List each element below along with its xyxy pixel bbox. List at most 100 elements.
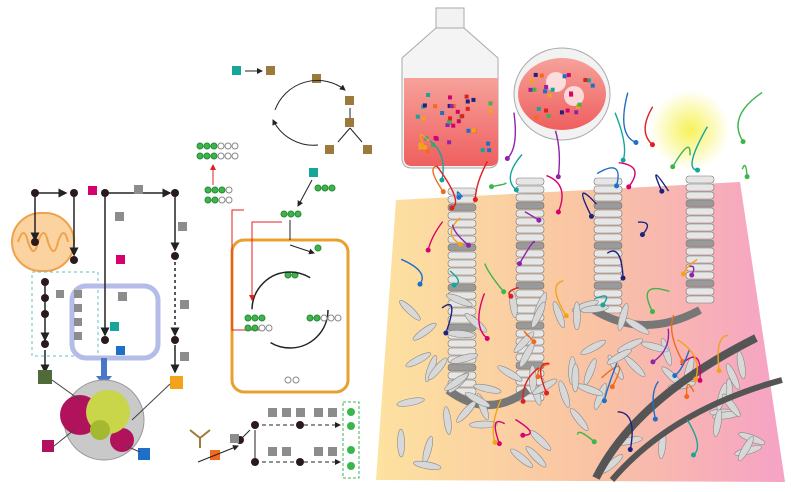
axon-terminal [601, 398, 607, 404]
axon-terminal [492, 439, 498, 445]
particle [464, 94, 469, 99]
particle [574, 110, 579, 115]
crypt-cell [685, 263, 715, 272]
axon [717, 334, 729, 371]
axon [623, 92, 637, 144]
fibroblast-cell [397, 428, 405, 458]
axon-terminal [555, 209, 561, 215]
axon-terminal [563, 313, 569, 319]
axon-terminal [740, 139, 746, 145]
crypt-cell [593, 273, 623, 282]
axon [618, 162, 636, 188]
particle [451, 104, 456, 109]
nadh-stack [196, 142, 226, 204]
fibroblast-cell [571, 363, 580, 393]
axon-terminal [588, 213, 594, 219]
crypt-cell [685, 207, 715, 216]
axon [655, 174, 670, 192]
mitochondrion-icon [11, 212, 75, 272]
axon-terminal [508, 293, 514, 299]
axon-terminal [609, 384, 615, 390]
axon [451, 224, 469, 246]
axon-terminal [535, 374, 541, 380]
axon-terminal [504, 155, 510, 161]
particle [426, 93, 431, 98]
particle [433, 104, 438, 109]
crypt-cell [515, 233, 545, 242]
particle [455, 109, 460, 114]
crypt-cell [515, 257, 545, 266]
axon-terminal [716, 368, 722, 374]
middle-cycle [196, 66, 372, 394]
axon-projections [400, 91, 763, 458]
particle [486, 141, 491, 146]
particle [421, 116, 426, 121]
axon-terminal [684, 394, 690, 400]
bottom-network [189, 401, 360, 479]
fibroblast-cell [450, 353, 479, 364]
axon [601, 365, 621, 388]
particle [471, 97, 476, 102]
crypt-cell [515, 185, 545, 194]
particle [532, 87, 537, 92]
axon [672, 146, 691, 168]
fibroblast-cell [464, 391, 491, 408]
crypt-cell [515, 273, 545, 282]
axon-terminal [591, 439, 597, 445]
axon-terminal [484, 335, 490, 341]
axon-terminal [456, 194, 462, 200]
fibroblast-cell [580, 339, 607, 355]
particle [566, 73, 571, 78]
particle [488, 109, 493, 114]
fibroblast-cell [396, 397, 425, 407]
medium-particles [415, 72, 595, 154]
particle [543, 89, 548, 94]
axon [554, 130, 561, 177]
axon-terminal [649, 142, 655, 148]
crypt-cell [447, 275, 477, 284]
axon [484, 263, 505, 293]
blue-region [69, 283, 161, 361]
crypt-cell [593, 233, 623, 242]
axon [491, 182, 507, 188]
crypt-cell [685, 191, 715, 200]
fibroblast-cell [469, 420, 498, 429]
axon-terminal [695, 167, 701, 173]
crypt-cell [515, 289, 545, 298]
axon [515, 418, 531, 436]
axon [474, 161, 489, 200]
axon-terminal [496, 441, 502, 447]
fibroblast-cell [510, 448, 533, 468]
particle [448, 116, 453, 121]
axon [737, 91, 763, 143]
axon [522, 367, 540, 402]
axon-terminal [443, 330, 449, 336]
crypt-cell [593, 281, 623, 290]
fibroblast-cell [405, 352, 432, 368]
fibroblast-cell [464, 313, 487, 333]
axon-terminal [627, 447, 633, 453]
crypt-cell [593, 225, 623, 234]
axon [606, 250, 624, 279]
petri-dish-icon [513, 47, 611, 141]
crypt-cell [685, 175, 715, 184]
particle [559, 110, 564, 115]
particle [422, 103, 427, 108]
axon [594, 295, 608, 306]
crypt-base [591, 306, 702, 329]
particle [569, 92, 574, 97]
fibroblast-cell [413, 460, 442, 470]
particle [529, 78, 534, 83]
axon-terminal [659, 188, 665, 194]
crypt-cell [685, 223, 715, 232]
left-pathway [11, 185, 189, 461]
particle [447, 119, 452, 124]
crypt-cell [685, 183, 715, 192]
fibroblast-cell [497, 365, 523, 382]
particle [431, 143, 436, 148]
axon-terminal [614, 183, 620, 189]
axon-terminal [520, 432, 526, 438]
crypt-cell [593, 289, 623, 298]
axon-terminal [697, 377, 703, 383]
particle [544, 85, 549, 90]
